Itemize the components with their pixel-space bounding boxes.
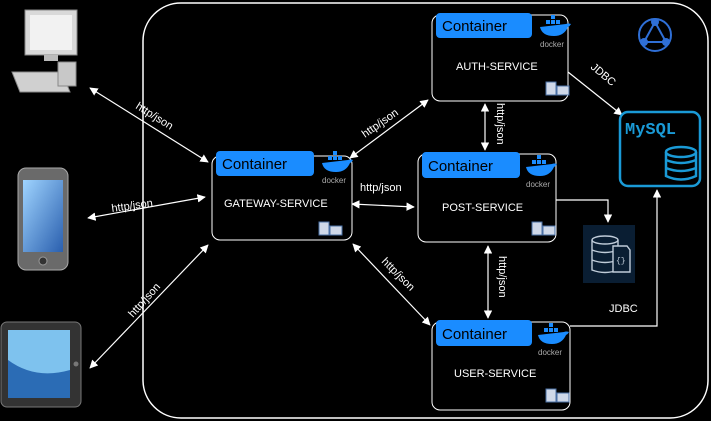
- docker-whale-icon: docker: [538, 323, 569, 357]
- svg-text:docker: docker: [540, 40, 564, 49]
- server-icon: [531, 221, 556, 236]
- server-icon: [545, 388, 570, 403]
- server-icon: [545, 81, 570, 96]
- tablet-gateway-link: [89, 244, 209, 369]
- tablet-icon: [0, 321, 82, 408]
- auth-service-node: Container AUTH-SERVICE: [431, 13, 569, 102]
- network-globe-icon: [638, 18, 672, 52]
- container-label: Container: [222, 156, 287, 173]
- http-json-label-phone: http/json: [111, 197, 154, 215]
- http-json-label-user: http/json: [379, 256, 417, 294]
- docker-whale-icon: docker: [526, 155, 557, 189]
- mysql-database-icon: MySQL: [618, 110, 702, 188]
- svg-text:docker: docker: [538, 348, 562, 357]
- user-mysql-link: [570, 189, 662, 327]
- svg-text:docker: docker: [322, 176, 346, 185]
- svg-text:{}: {}: [616, 257, 626, 266]
- service-name: GATEWAY-SERVICE: [224, 198, 328, 210]
- phone-gateway-link: [87, 194, 206, 221]
- desktop-computer-icon: [11, 9, 78, 93]
- http-json-label-post-user: http/json: [496, 256, 508, 298]
- post-service-node: Container POST-SERVICE: [417, 152, 557, 243]
- mysql-label: MySQL: [625, 121, 676, 140]
- http-json-label-post: http/json: [360, 182, 402, 194]
- svg-text:docker: docker: [526, 180, 550, 189]
- container-label: Container: [428, 158, 493, 175]
- auth-mysql-link: [567, 71, 623, 116]
- docker-whale-icon: docker: [540, 15, 571, 49]
- jdbc-label-auth: JDBC: [588, 61, 618, 89]
- jdbc-label-user: JDBC: [609, 303, 638, 315]
- desktop-gateway-link: [89, 87, 209, 163]
- service-name: USER-SERVICE: [454, 368, 536, 380]
- container-label: Container: [442, 326, 507, 343]
- smartphone-icon: [17, 167, 69, 271]
- gateway-service-node: Container GATEWAY-SERVICE: [211, 151, 353, 241]
- service-name: AUTH-SERVICE: [456, 61, 538, 73]
- container-label: Container: [442, 18, 507, 35]
- gateway-user-link: [352, 243, 431, 326]
- docker-whale-icon: docker: [322, 151, 353, 185]
- http-json-label-auth-post: http/json: [494, 103, 506, 145]
- service-name: POST-SERVICE: [442, 202, 523, 214]
- post-db-link: [556, 199, 613, 223]
- database-file-icon: {}: [583, 225, 635, 283]
- user-service-node: Container USER-SERVICE: [431, 320, 571, 411]
- gateway-post-link: [351, 200, 415, 211]
- http-json-label-tablet: http/json: [126, 281, 163, 320]
- gateway-auth-link: [349, 99, 429, 159]
- server-icon: [318, 221, 343, 236]
